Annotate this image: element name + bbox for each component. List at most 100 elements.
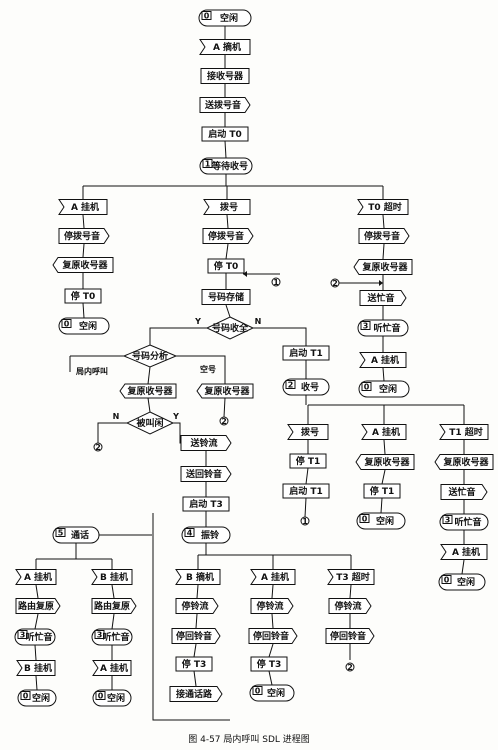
sdl-task-t12: 停 T3 [250, 656, 288, 672]
flow-line [97, 422, 127, 443]
node-label: 号码存储 [208, 291, 244, 303]
state-number: 2 [288, 381, 294, 390]
flow-line [226, 214, 229, 229]
decision-shape [205, 316, 255, 340]
state-number: 0 [364, 383, 370, 392]
connector-circle [345, 662, 355, 672]
input-signal-shape [439, 424, 489, 440]
flow-line [383, 439, 386, 455]
sdl-output-o17: 停铃流 [175, 598, 219, 614]
input-signal-shape [357, 199, 409, 215]
node-label: 收号 [301, 381, 319, 393]
sdl-task-t11: 停 T3 [175, 656, 213, 672]
sdl-connector-c1b: 1 [300, 516, 310, 526]
flow-line [196, 584, 199, 599]
input-signal-shape [199, 39, 251, 55]
flow-line [34, 613, 39, 630]
node-label: T1 超时 [449, 426, 483, 438]
edge-label: Y [172, 412, 179, 421]
flow-line [268, 670, 273, 686]
output-signal-shape [58, 228, 110, 244]
node-label: 送回铃音 [185, 468, 222, 480]
node-label: A 摘机 [213, 41, 241, 53]
state-number-box [201, 11, 212, 20]
state-number: 0 [64, 320, 70, 329]
flow-line [225, 243, 229, 260]
sdl-input-b_off: B 摘机 [175, 569, 221, 585]
state-shape [58, 317, 110, 335]
task-shape [282, 483, 330, 499]
flow-line [82, 243, 85, 258]
output-signal-shape [202, 228, 254, 244]
state-number-box [94, 630, 105, 639]
state-number-box [20, 691, 31, 700]
sdl-input-t1to: T1 超时 [439, 424, 489, 440]
flow-line [380, 497, 383, 514]
node-label: 复原收号器 [126, 385, 173, 397]
sdl-output-o2: 停拨号音 [58, 228, 110, 244]
sdl-input-a_on6: A 挂机 [92, 660, 132, 676]
node-label: 停 T1 [296, 455, 321, 467]
task-shape [250, 656, 288, 672]
node-label: 停铃流 [334, 600, 361, 612]
sdl-output-o1: 送拨号音 [199, 97, 251, 113]
return-line [152, 513, 230, 721]
sdl-connector-c2d: 2 [345, 662, 355, 672]
output-signal-shape [180, 435, 232, 451]
state-number: 0 [255, 687, 261, 696]
sdl-task-t9: 启动 T1 [282, 483, 330, 499]
node-label: 空闲 [457, 576, 475, 588]
output-signal-shape [119, 383, 177, 399]
node-label: 停回铃音 [330, 630, 366, 642]
node-label: 听忙音 [25, 631, 52, 643]
flow-line [349, 584, 352, 599]
sdl-task-t3: 停 T0 [64, 288, 102, 304]
output-signal-shape [440, 484, 488, 500]
node-label: A 挂机 [452, 546, 480, 558]
state-number: 3 [20, 631, 26, 640]
no-branch [253, 327, 307, 346]
state-number-box [202, 159, 213, 168]
flow-line [382, 367, 385, 382]
node-label: 送忙音 [447, 486, 475, 498]
node-label: 等待收号 [211, 160, 248, 172]
task-shape [282, 345, 330, 361]
node-label: T0 超时 [368, 201, 402, 213]
task-shape [363, 483, 401, 499]
task-shape [200, 68, 250, 84]
input-signal-shape [440, 544, 488, 560]
node-label: 复原收号器 [203, 385, 250, 397]
flow-line [35, 584, 39, 599]
node-label: 复原收号器 [61, 259, 108, 271]
connector-circle [300, 516, 310, 526]
sdl-outputL-o10: 复原收号器 [353, 259, 413, 275]
output-signal-shape [248, 628, 298, 644]
flow-line [224, 140, 227, 159]
input-signal-shape [92, 660, 132, 676]
node-label: 复原收号器 [361, 261, 408, 273]
sdl-outputL-o13: 复原收号器 [434, 454, 494, 470]
sdl-input-a_on4: A 挂机 [440, 544, 488, 560]
flow-line [304, 497, 307, 518]
sdl-input-t3to: T3 超时 [327, 569, 375, 585]
node-label: 空闲 [32, 692, 50, 704]
sdl-output-o14: 送忙音 [440, 484, 488, 500]
output-signal-shape [434, 454, 494, 470]
input-signal-shape [361, 424, 407, 440]
node-label: 号码分析 [132, 350, 168, 362]
connector-label: 2 [95, 443, 101, 452]
sdl-outputL-o3: 复原收号器 [52, 257, 114, 273]
flow-line [193, 643, 197, 658]
node-label: 振铃 [201, 529, 220, 541]
node-label: 启动 T1 [289, 347, 323, 359]
flow-line [35, 675, 38, 691]
flow-line [111, 613, 115, 630]
state-number: 0 [98, 692, 104, 701]
